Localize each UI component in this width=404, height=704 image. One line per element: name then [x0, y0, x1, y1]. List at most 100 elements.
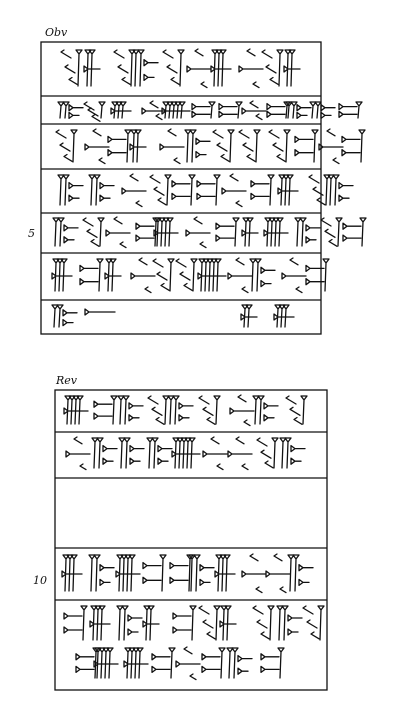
- wedge-mark: [193, 554, 201, 592]
- wedge-mark: [155, 113, 163, 121]
- wedge-mark: [121, 76, 131, 85]
- wedge-mark: [134, 129, 142, 163]
- reverse-label: Rev: [56, 374, 78, 387]
- wedge-mark: [324, 228, 336, 238]
- wedge-mark: [157, 457, 169, 465]
- wedge-mark: [178, 402, 194, 410]
- wedge-mark: [341, 135, 361, 144]
- wedge-mark: [241, 229, 259, 237]
- wedge-mark: [242, 142, 254, 152]
- wedge-mark: [169, 561, 189, 570]
- wedge-mark: [105, 229, 131, 237]
- wedge-mark: [104, 272, 122, 280]
- wedge-mark: [151, 437, 159, 469]
- wedge-mark: [196, 192, 216, 201]
- wedge-mark: [128, 414, 140, 422]
- wedge-mark: [322, 258, 330, 292]
- wedge-mark: [60, 258, 68, 292]
- wedge-mark: [269, 76, 279, 85]
- reverse-frame: [54, 389, 328, 691]
- wedge-mark: [267, 174, 275, 206]
- wedge-mark: [296, 104, 312, 112]
- wedge-mark: [98, 647, 106, 679]
- wedge-mark: [124, 129, 132, 163]
- wedge-mark: [57, 174, 65, 206]
- wedge-mark: [296, 111, 308, 120]
- wedge-mark: [172, 626, 192, 634]
- wedge-mark: [93, 660, 119, 668]
- wedge-mark: [281, 605, 289, 641]
- wedge-mark: [253, 129, 261, 163]
- wedge-mark: [237, 667, 249, 675]
- wedge-mark: [213, 174, 221, 206]
- wedge-mark: [241, 286, 249, 294]
- wedge-mark: [66, 554, 74, 592]
- wedge-mark: [63, 626, 83, 634]
- wedge-mark: [153, 186, 165, 196]
- wedge-mark: [73, 436, 83, 445]
- wedge-mark: [229, 407, 255, 415]
- wedge-mark: [143, 73, 155, 82]
- wedge-mark: [102, 457, 114, 465]
- wedge-mark: [272, 142, 284, 152]
- wedge-mark: [215, 49, 223, 87]
- wedge-mark: [199, 578, 211, 587]
- wedge-mark: [261, 49, 273, 59]
- wedge-mark: [254, 258, 262, 292]
- wedge-mark: [183, 282, 193, 291]
- wedge-mark: [147, 605, 155, 641]
- wedge-mark: [338, 181, 354, 190]
- wedge-mark: [63, 612, 83, 620]
- wedge-mark: [60, 49, 72, 59]
- wedge-mark: [72, 395, 80, 425]
- wedge-mark: [52, 217, 60, 247]
- wedge-mark: [263, 402, 279, 410]
- wedge-mark: [277, 187, 299, 195]
- wedge-mark: [318, 143, 344, 151]
- wedge-mark: [249, 258, 257, 292]
- wedge-mark: [298, 564, 314, 572]
- wedge-mark: [65, 450, 91, 458]
- wedge-mark: [113, 216, 123, 225]
- wedge-mark: [224, 605, 232, 641]
- line-number-5: 5: [28, 227, 35, 240]
- wedge-mark: [61, 570, 83, 578]
- wedge-mark: [276, 153, 286, 162]
- wedge-mark: [127, 614, 143, 622]
- wedge-mark: [355, 101, 363, 119]
- wedge-mark: [102, 647, 110, 679]
- wedge-mark: [64, 64, 76, 74]
- wedge-mark: [174, 101, 182, 119]
- wedge-mark: [195, 137, 211, 145]
- wedge-mark: [99, 194, 111, 202]
- wedge-mark: [160, 282, 170, 291]
- wedge-mark: [116, 605, 124, 641]
- wedge-mark: [263, 229, 289, 237]
- wedge-mark: [229, 173, 239, 182]
- wedge-mark: [193, 216, 203, 225]
- wedge-mark: [147, 395, 159, 405]
- wedge-mark: [314, 101, 322, 119]
- wedge-mark: [122, 395, 130, 425]
- wedge-mark: [176, 437, 184, 469]
- wedge-mark: [68, 181, 84, 190]
- cuneiform-signs: [51, 48, 367, 681]
- wedge-mark: [171, 450, 201, 458]
- wedge-mark: [149, 100, 159, 109]
- wedge-mark: [153, 229, 179, 237]
- wedge-mark: [118, 437, 126, 469]
- wedge-mark: [219, 620, 237, 628]
- wedge-mark: [107, 135, 127, 144]
- wedge-mark: [252, 605, 264, 615]
- wedge-mark: [323, 174, 331, 206]
- wedge-mark: [75, 653, 95, 661]
- wedge-mark: [185, 229, 211, 237]
- wedge-mark: [273, 313, 295, 321]
- wedge-mark: [55, 129, 67, 139]
- obverse-label: Obv: [45, 26, 68, 39]
- wedge-mark: [62, 309, 78, 317]
- wedge-mark: [186, 65, 212, 73]
- wedge-mark: [293, 416, 303, 425]
- wedge-mark: [255, 113, 263, 121]
- wedge-mark: [320, 217, 332, 227]
